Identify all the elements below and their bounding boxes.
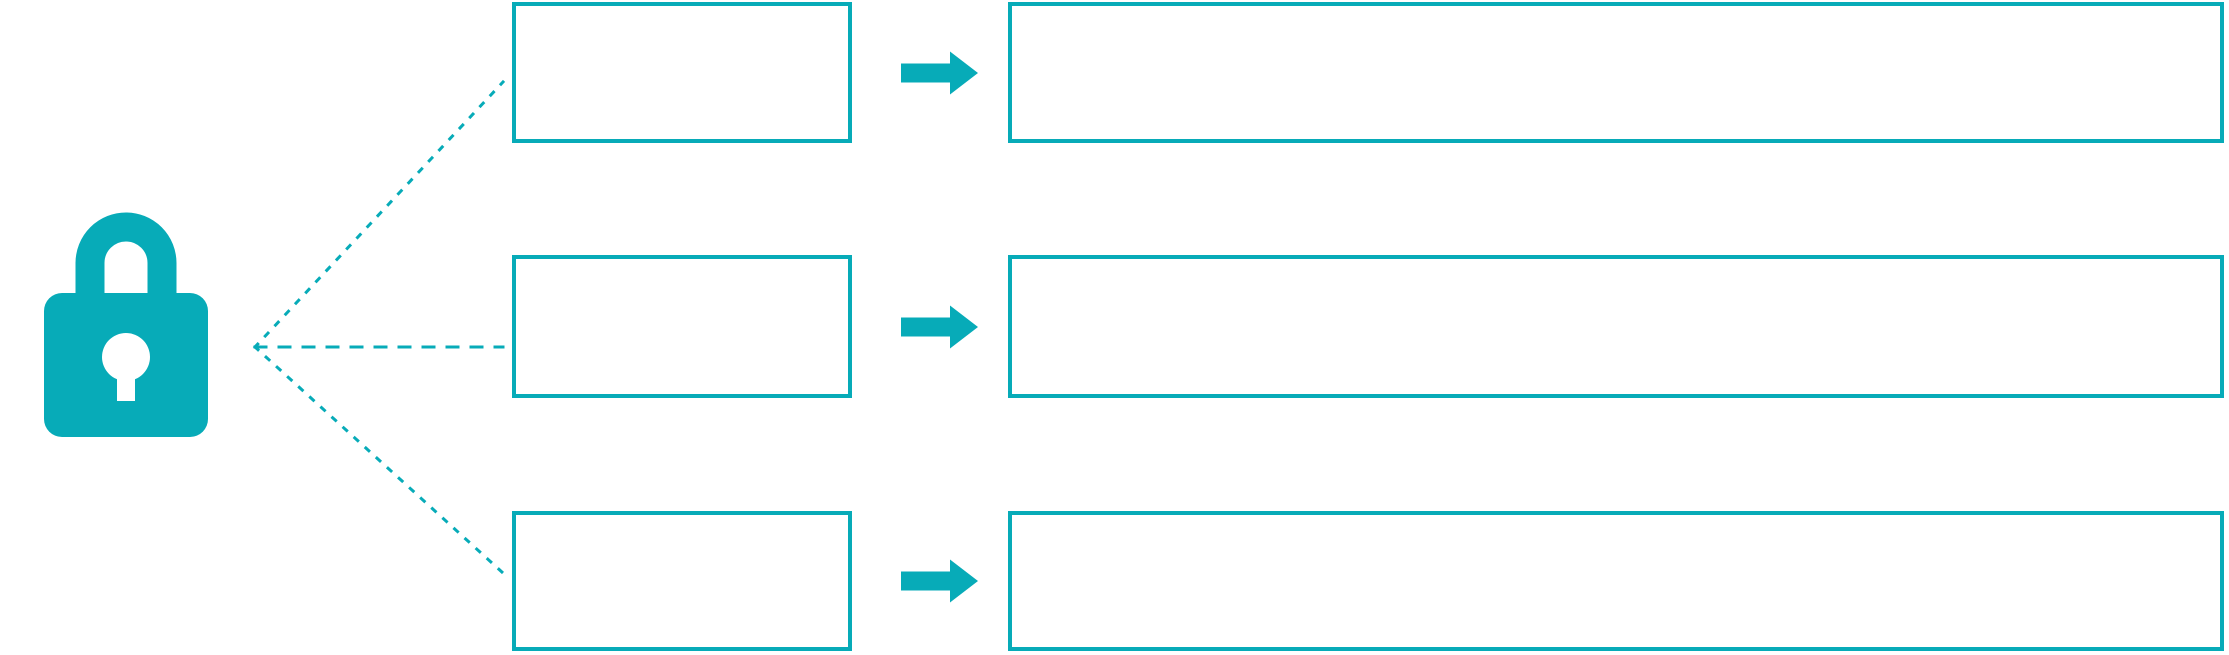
left-box-row-3[interactable] — [512, 511, 852, 651]
right-box-row-2[interactable] — [1008, 255, 2224, 398]
diagram-row — [0, 2, 2229, 143]
right-box-row-3[interactable] — [1008, 511, 2224, 651]
arrow-right-icon — [901, 305, 978, 348]
left-box-row-1[interactable] — [512, 2, 852, 143]
diagram-row — [0, 255, 2229, 398]
lock-icon — [44, 212, 208, 437]
left-box-row-2[interactable] — [512, 255, 852, 398]
diagram-row — [0, 511, 2229, 651]
arrow-right-icon — [901, 559, 978, 603]
arrow-right-icon — [901, 51, 978, 94]
right-box-row-1[interactable] — [1008, 2, 2224, 143]
